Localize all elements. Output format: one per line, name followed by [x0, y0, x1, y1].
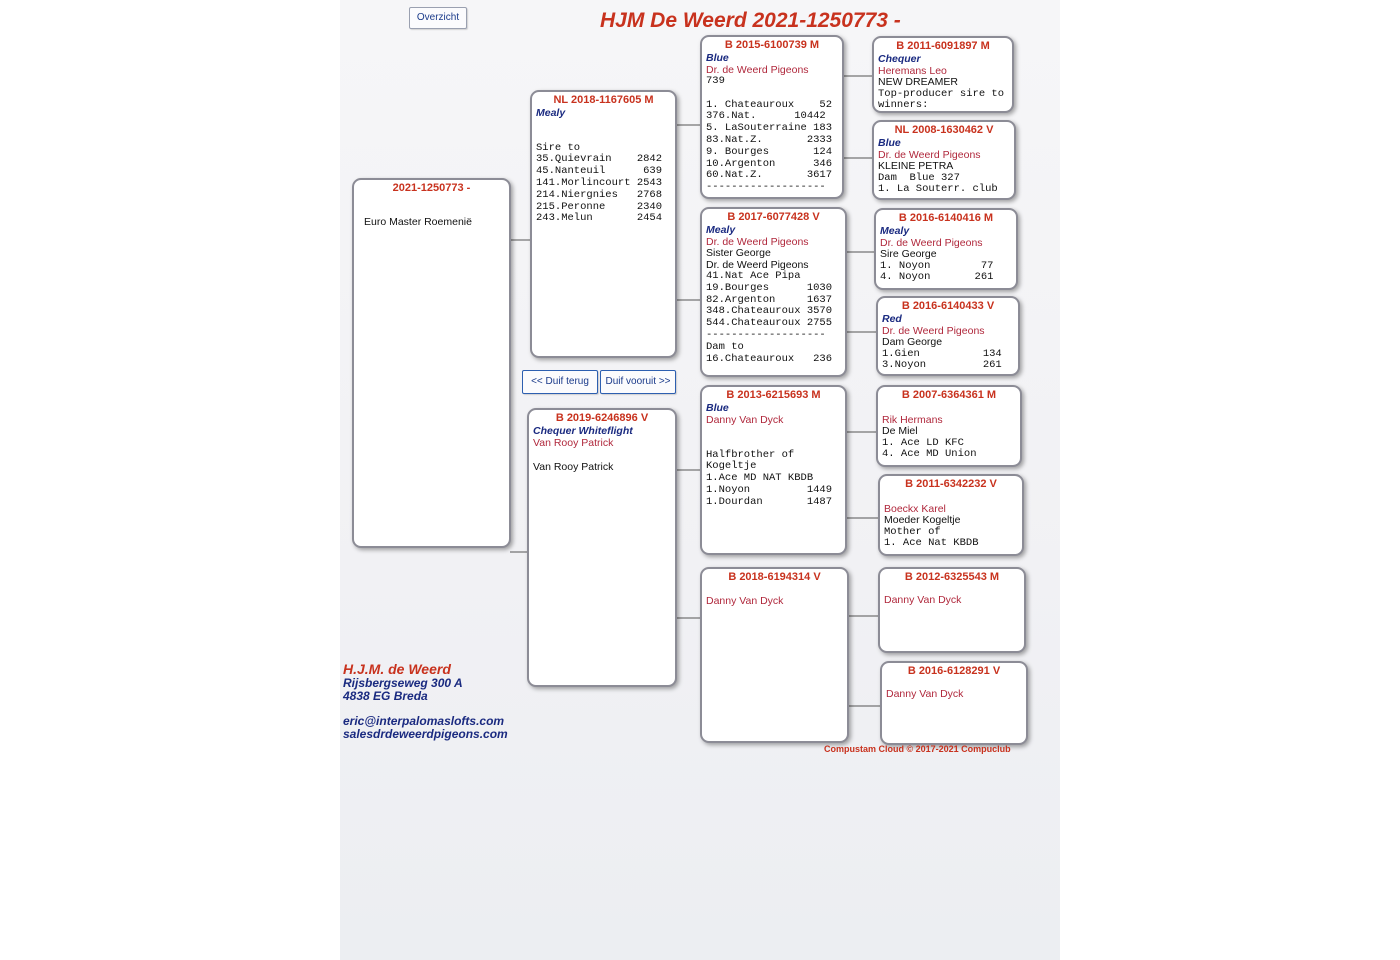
owner-street: Rijsbergseweg 300 A: [343, 676, 463, 690]
pigeon-color: Mealy: [536, 107, 566, 119]
owner-contact-block: H.J.M. de Weerd Rijsbergseweg 300 A 4838…: [343, 661, 508, 741]
breeder-name: Dr. de Weerd Pigeons: [880, 237, 983, 249]
pigeon-note: De Miel: [882, 425, 918, 437]
great-grandsire-4-card[interactable]: B 2012-6325543 M Danny Van Dyck: [878, 567, 1026, 653]
granddam-paternal-card[interactable]: B 2017-6077428 V Mealy Dr. de Weerd Pige…: [700, 207, 847, 377]
breeder-name: Danny Van Dyck: [706, 595, 784, 607]
great-granddam-3-card[interactable]: B 2011-6342232 V Boeckx Karel Moeder Kog…: [878, 474, 1024, 556]
pigeon-color: Chequer Whiteflight: [533, 425, 633, 437]
pigeon-note: KLEINE PETRA: [878, 160, 954, 172]
pigeon-name: Euro Master Roemenië: [364, 216, 472, 228]
pigeon-results: Sire to 35.Quievrain 2842 45.Nanteuil 63…: [536, 141, 663, 225]
great-granddam-1-card[interactable]: NL 2008-1630462 V Blue Dr. de Weerd Pige…: [872, 120, 1016, 200]
next-pigeon-button[interactable]: Duif vooruit >>: [600, 370, 676, 394]
previous-pigeon-button[interactable]: << Duif terug: [522, 370, 598, 394]
owner-email-2[interactable]: salesdrdeweerdpigeons.com: [343, 727, 508, 741]
ring-number: B 2018-6194314 V: [728, 571, 821, 583]
granddam-maternal-card[interactable]: B 2018-6194314 V Danny Van Dyck: [700, 567, 849, 743]
pigeon-results: 739 1. Chateauroux 52 376.Nat. 10442 5. …: [706, 75, 833, 194]
overview-button[interactable]: Overzicht: [409, 7, 467, 29]
ring-number: B 2007-6364361 M: [901, 389, 997, 401]
pigeon-results: 1. Ace LD KFC 4. Ace MD Union: [882, 436, 977, 461]
pigeon-results: Top-producer sire to winners:: [878, 87, 1005, 112]
great-grandsire-3-card[interactable]: B 2007-6364361 M Rik Hermans De Miel 1. …: [876, 385, 1022, 467]
breeder-name: Van Rooy Patrick: [533, 437, 614, 449]
grandsire-paternal-card[interactable]: B 2015-6100739 M Blue Dr. de Weerd Pigeo…: [700, 35, 844, 199]
breeder-name: Danny Van Dyck: [886, 688, 964, 700]
breeder-name: Boeckx Karel: [884, 503, 946, 515]
ring-number: B 2012-6325543 M: [904, 571, 1000, 583]
pigeon-results: Halfbrother of Kogeltje 1.Ace MD NAT KBD…: [706, 448, 833, 508]
ring-number: NL 2018-1167605 M: [553, 94, 654, 106]
pigeon-note: NEW DREAMER: [878, 76, 958, 88]
great-granddam-4-card[interactable]: B 2016-6128291 V Danny Van Dyck: [880, 661, 1028, 745]
pigeon-color: Red: [882, 313, 902, 325]
pigeon-note: Sister George: [706, 247, 771, 259]
pigeon-results: 1. Noyon 77 4. Noyon 261: [880, 259, 994, 284]
pigeon-results: Dam Blue 327 1. La Souterr. club: [878, 171, 998, 196]
pigeon-color: Blue: [706, 402, 729, 414]
breeder-name: Rik Hermans: [882, 414, 943, 426]
pigeon-color: Blue: [706, 52, 729, 64]
breeder-name: Dr. de Weerd Pigeons: [706, 236, 809, 248]
pigeon-note: Sire George: [880, 248, 937, 260]
sire-card[interactable]: NL 2018-1167605 M Mealy Sire to 35.Quiev…: [530, 90, 677, 358]
footer-copyright: Compustam Cloud © 2017-2021 Compuclub: [824, 744, 1011, 754]
page-title: HJM De Weerd 2021-1250773 -: [600, 9, 901, 32]
pigeon-color: Chequer: [878, 53, 921, 65]
ring-number: NL 2008-1630462 V: [894, 124, 994, 136]
ring-number: B 2017-6077428 V: [727, 211, 820, 223]
breeder-name: Danny Van Dyck: [884, 594, 962, 606]
pigeon-color: Mealy: [706, 224, 736, 236]
pigeon-note-2: Dr. de Weerd Pigeons: [706, 258, 809, 271]
owner-city: 4838 EG Breda: [343, 689, 428, 703]
ring-number: B 2016-6140416 M: [898, 212, 994, 224]
breeder-name: Heremans Leo: [878, 65, 947, 77]
breeder-name: Dr. de Weerd Pigeons: [706, 64, 809, 76]
great-granddam-2-card[interactable]: B 2016-6140433 V Red Dr. de Weerd Pigeon…: [876, 296, 1020, 376]
pigeon-note: Dam George: [882, 336, 943, 348]
dam-card[interactable]: B 2019-6246896 V Chequer Whiteflight Van…: [527, 408, 677, 687]
grandsire-maternal-card[interactable]: B 2013-6215693 M Blue Danny Van Dyck Hal…: [700, 385, 847, 555]
great-grandsire-2-card[interactable]: B 2016-6140416 M Mealy Dr. de Weerd Pige…: [874, 208, 1018, 290]
ring-number: B 2015-6100739 M: [724, 39, 820, 51]
subject-pigeon-card[interactable]: 2021-1250773 - Euro Master Roemenië: [352, 178, 511, 548]
pigeon-results: 41.Nat Ace Pipa 19.Bourges 1030 82.Argen…: [706, 270, 833, 365]
ring-number: B 2011-6091897 M: [896, 40, 990, 52]
ring-number: B 2016-6128291 V: [907, 665, 1001, 677]
great-grandsire-1-card[interactable]: B 2011-6091897 M Chequer Heremans Leo NE…: [872, 36, 1014, 113]
pigeon-color: Mealy: [880, 225, 910, 237]
ring-number: 2021-1250773 -: [392, 182, 471, 194]
owner-name: H.J.M. de Weerd: [343, 661, 451, 677]
breeder-name: Danny Van Dyck: [706, 414, 784, 426]
breeder-name: Dr. de Weerd Pigeons: [878, 149, 981, 161]
pigeon-results: 1.Gien 134 3.Noyon 261: [882, 347, 1002, 372]
ring-number: B 2011-6342232 V: [905, 478, 997, 490]
pigeon-results: Mother of 1. Ace Nat KBDB: [884, 525, 979, 550]
owner-email[interactable]: eric@interpalomaslofts.com: [343, 714, 505, 728]
ring-number: B 2013-6215693 M: [726, 389, 821, 401]
pigeon-note: Moeder Kogeltje: [884, 514, 961, 526]
ring-number: B 2016-6140433 V: [901, 300, 995, 312]
pigeon-note: Van Rooy Patrick: [533, 461, 614, 473]
pigeon-color: Blue: [878, 137, 901, 149]
breeder-name: Dr. de Weerd Pigeons: [882, 325, 985, 337]
ring-number: B 2019-6246896 V: [555, 412, 649, 424]
